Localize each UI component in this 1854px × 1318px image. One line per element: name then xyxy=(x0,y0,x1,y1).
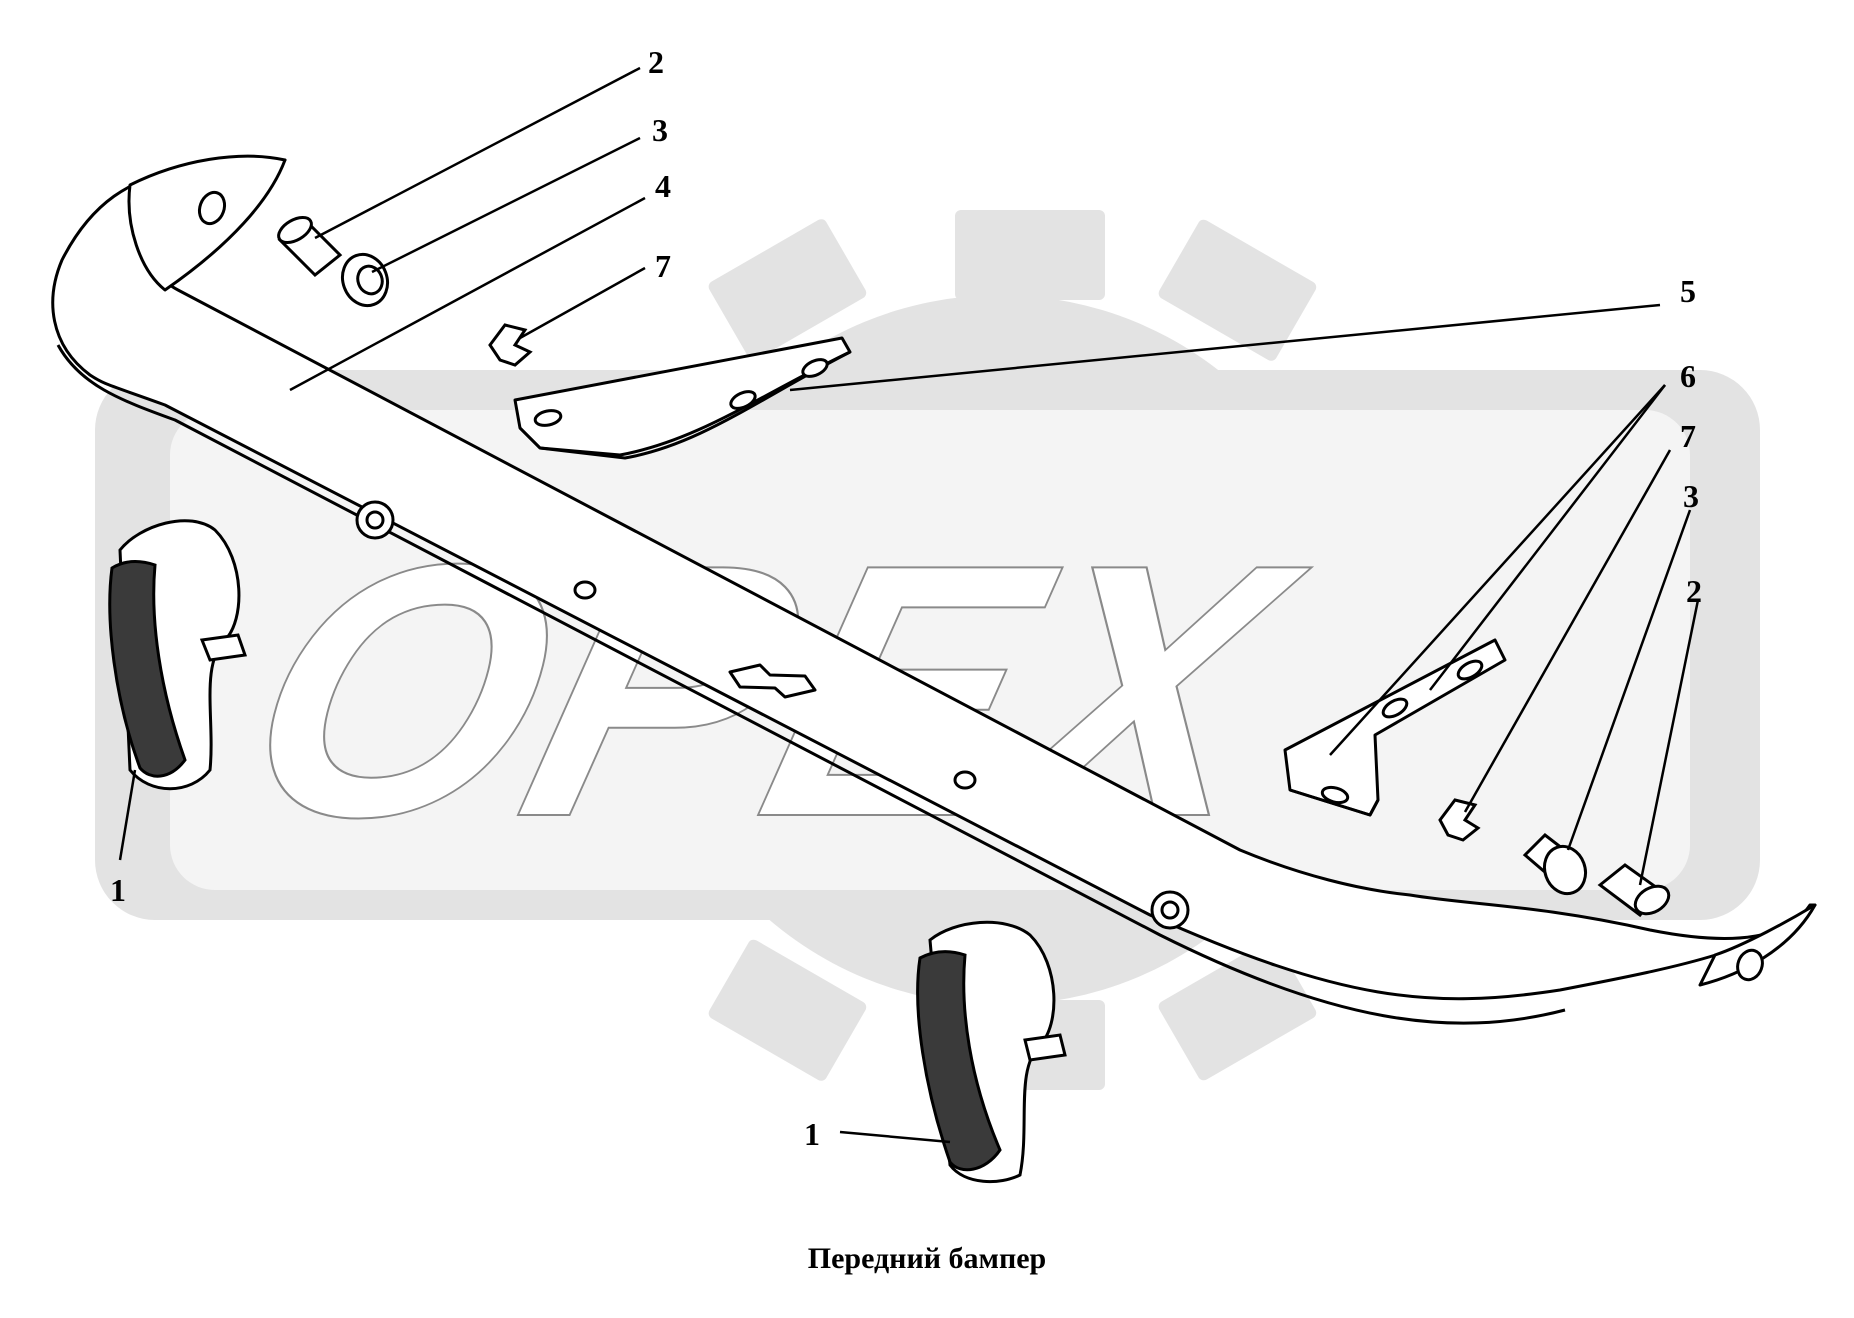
clip-7-right xyxy=(1438,798,1481,842)
bumper-hole xyxy=(953,770,977,790)
leader-3-right xyxy=(1566,509,1692,851)
bolt-2-right xyxy=(1597,863,1671,918)
bolt-2-top xyxy=(277,216,343,278)
callout-5: 5 xyxy=(1680,273,1696,309)
callout-3-top: 3 xyxy=(652,112,668,148)
leader-7-top xyxy=(519,266,646,340)
bumper-left-hole xyxy=(197,190,227,226)
leader-2-right xyxy=(1638,599,1700,886)
bracket-5 xyxy=(513,336,852,460)
rubber-pad-left xyxy=(108,519,248,791)
bumper-washer-left-inner xyxy=(365,510,385,530)
bumper-hole xyxy=(573,580,597,600)
leader-1-bottom xyxy=(839,1130,951,1144)
rubber-pad-bottom xyxy=(916,920,1067,1184)
nut-3-top xyxy=(340,252,390,308)
diagram-caption: Передний бампер xyxy=(807,1242,1047,1275)
fasteners xyxy=(277,216,1671,918)
leader-lines xyxy=(118,66,1700,1144)
leader-3-top xyxy=(371,136,641,274)
callout-1-left: 1 xyxy=(110,872,126,908)
bumper xyxy=(51,154,1817,1025)
callout-1-bottom: 1 xyxy=(804,1116,820,1152)
nut-3-right xyxy=(1522,833,1588,896)
callout-3-right: 3 xyxy=(1683,478,1699,514)
leader-1-left xyxy=(118,769,137,861)
bumper-lower-edge xyxy=(56,344,1566,1025)
callout-7-top: 7 xyxy=(655,248,671,284)
callout-7-right: 7 xyxy=(1680,418,1696,454)
leader-6b xyxy=(1429,384,1666,691)
leader-5 xyxy=(789,303,1661,392)
bumper-right-hole xyxy=(1736,948,1764,982)
bracket-6 xyxy=(1283,638,1507,817)
leader-4 xyxy=(289,196,646,392)
bumper-washer-right-inner xyxy=(1160,900,1180,920)
clip-7-top xyxy=(488,323,533,367)
callout-2-right: 2 xyxy=(1686,573,1702,609)
leader-2-top xyxy=(314,66,641,240)
callout-4: 4 xyxy=(655,168,671,204)
leader-7-right xyxy=(1463,449,1672,813)
leader-6a xyxy=(1329,384,1666,756)
callout-6: 6 xyxy=(1680,358,1696,394)
bumper-emblem-slot xyxy=(728,663,817,699)
callout-2-top: 2 xyxy=(648,44,664,80)
